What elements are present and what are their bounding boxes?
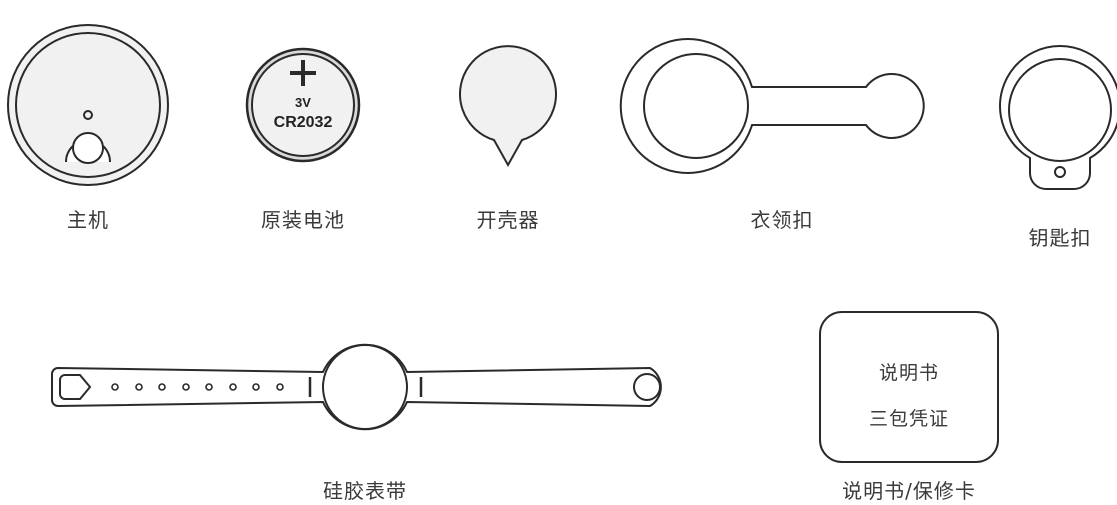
label-opener: 开壳器 [476,208,540,232]
strap-holes [111,383,284,391]
battery-model: CR2032 [274,114,333,131]
label-battery: 原装电池 [261,208,345,232]
label-manual: 说明书/保修卡 [842,479,976,503]
battery-icon: 3V CR2032 [245,47,361,163]
manual-card-line1: 说明书 [878,362,940,384]
label-strap: 硅胶表带 [323,479,407,503]
label-keychain: 钥匙扣 [1028,226,1092,250]
manual-card-line2: 三包凭证 [868,408,950,430]
keychain-icon [999,45,1117,190]
battery-voltage: 3V [295,95,311,110]
silicone-strap-icon [51,343,662,431]
host-device-icon [7,24,169,186]
manual-card-icon [819,311,999,463]
label-host: 主机 [67,208,109,232]
collar-clip-icon [619,38,925,174]
case-opener-icon [459,45,557,168]
label-collar: 衣领扣 [750,208,814,232]
